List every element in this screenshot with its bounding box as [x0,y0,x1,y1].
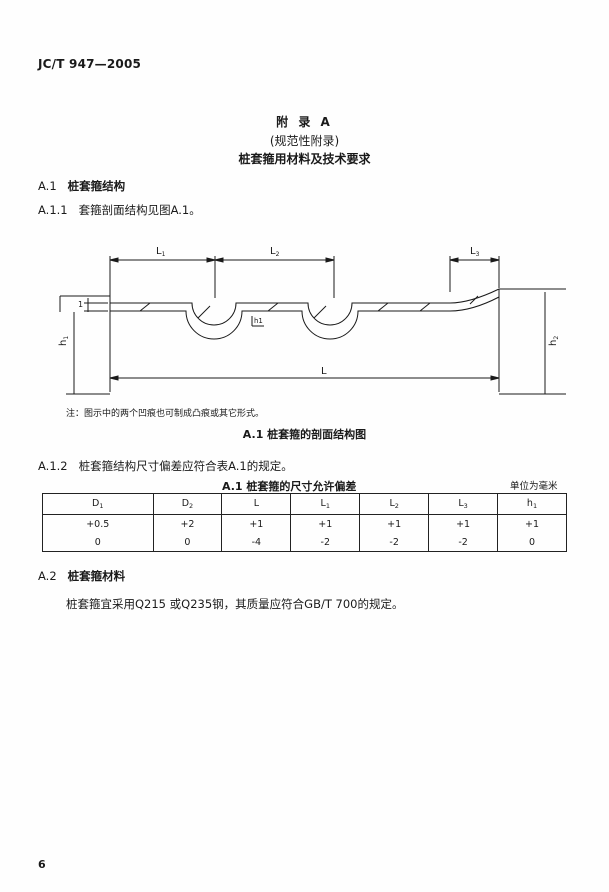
annex-title: 附 录 A [276,115,333,129]
column-header: L [221,493,292,515]
column-header: D2 [152,493,223,515]
section-a11: A.1.1 套箍剖面结构见图A.1。 [38,202,201,218]
plate-bottom-edge [110,296,500,340]
figure-note: 注：图示中的两个凹痕也可制成凸痕或其它形式。 [66,409,265,419]
section-number: A.1.1 [38,203,68,217]
arrow [206,257,216,263]
table-row-upper: +0.5 +2 +1 +1 +1 +1 +1 [42,514,567,533]
label-l3: L3 [470,246,480,258]
section-number: A.1 [38,179,57,193]
arrow [109,375,119,381]
arrow [109,257,119,263]
table-cell: +1 [290,514,361,533]
table-cell: 0 [152,533,223,552]
hatch-line [377,302,389,312]
table-unit: 单位为毫米 [510,481,558,492]
page-number: 6 [38,858,46,871]
hatch-line [267,302,279,312]
hatch-line [419,302,431,312]
arrow [449,257,459,263]
table-cell: 0 [42,533,154,552]
section-a1-heading: A.1 桩套箍结构 [38,178,125,194]
table-cell: +2 [152,514,223,533]
section-text: 桩套箍结构尺寸偏差应符合表A.1的规定。 [78,459,293,473]
annex-type: (规范性附录) [269,134,340,148]
column-header: L1 [290,493,361,515]
column-header: L2 [359,493,430,515]
section-a2-heading: A.2 桩套箍材料 [38,568,125,584]
tolerance-table: D1 D2 L L1 L2 L3 h1 +0.5 +2 +1 +1 +1 +1 … [42,493,567,552]
section-text: 套箍剖面结构见图A.1。 [78,203,201,217]
table-cell: -2 [290,533,361,552]
label-h1: h1 [58,336,70,346]
table-cell: -2 [428,533,499,552]
table-cell: +1 [221,514,292,533]
table-cell: -4 [221,533,292,552]
table-cell: 0 [497,533,567,552]
label-l1: L1 [156,246,166,258]
column-header: D1 [42,493,154,515]
section-title: 桩套箍结构 [67,179,126,193]
table-cell: -2 [359,533,430,552]
standard-number: JC/T 947—2005 [38,57,142,71]
label-l-total: L [321,366,327,377]
table-row-lower: 0 0 -4 -2 -2 -2 0 [42,533,567,552]
hoop-section-drawing: L1 L2 L3 L 1 h1 h1 h2 [58,246,566,395]
hatch-line [197,305,211,319]
table-cell: +1 [497,514,567,533]
arrow [214,257,224,263]
table-cell: +1 [428,514,499,533]
table-caption: A.1 桩套箍的尺寸允许偏差 [222,480,357,493]
section-number: A.2 [38,569,57,583]
plate-top-edge [110,288,500,326]
section-a2-text: 桩套箍宜采用Q215 或Q235钢，其质量应符合GB/T 700的规定。 [66,597,404,611]
figure-caption: A.1 桩套箍的剖面结构图 [242,428,367,441]
arrow [490,257,500,263]
table-cell: +0.5 [42,514,154,533]
section-title: 桩套箍材料 [67,569,126,583]
label-depth: h1 [254,317,263,325]
annex-subject: 桩套箍用材料及技术要求 [238,152,371,166]
label-thickness: 1 [78,300,83,309]
section-number: A.1.2 [38,459,68,473]
column-header: h1 [497,493,567,515]
hatch-line [469,295,479,305]
table-cell: +1 [359,514,430,533]
arrow [490,375,500,381]
label-l2: L2 [270,246,280,258]
arrow [325,257,335,263]
hatch-line [139,302,151,312]
column-header: L3 [428,493,499,515]
section-a12: A.1.2 桩套箍结构尺寸偏差应符合表A.1的规定。 [38,458,293,474]
hatch-line [313,305,327,319]
table-header-row: D1 D2 L L1 L2 L3 h1 [42,493,567,515]
label-h2: h2 [548,336,560,346]
